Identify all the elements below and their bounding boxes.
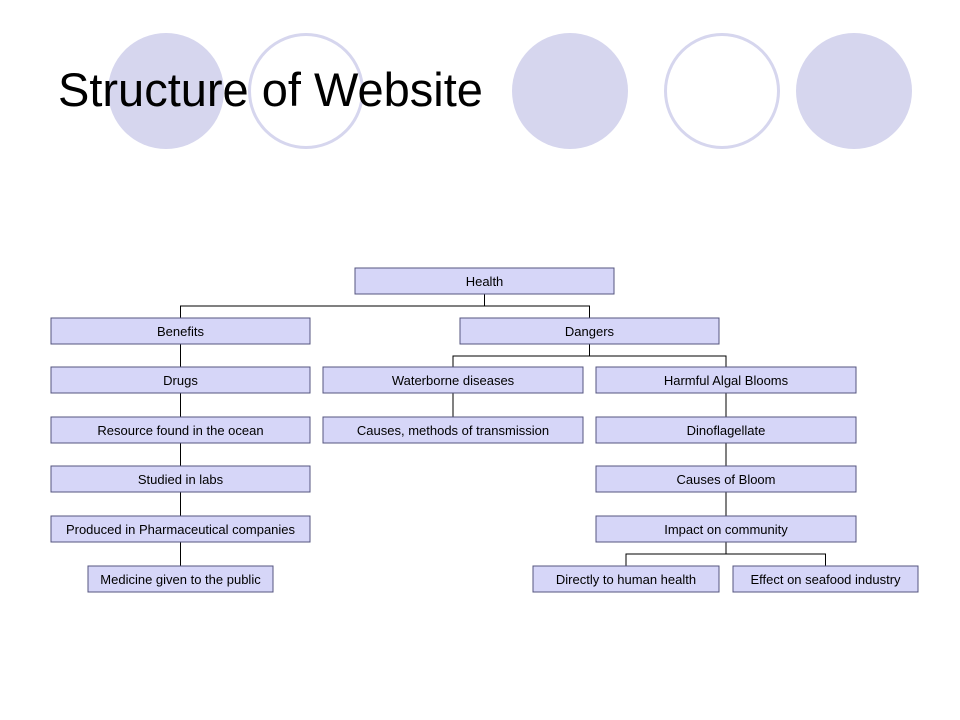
decor-circle-1 (108, 33, 224, 149)
connector-dangers-hab (589, 344, 727, 367)
node-drugs-label: Drugs (163, 373, 198, 388)
node-medicine: Medicine given to the public (87, 565, 274, 593)
node-seafood-label: Effect on seafood industry (750, 572, 901, 587)
node-seafood-industry: Effect on seafood industry (732, 565, 919, 593)
node-labs-label: Studied in labs (138, 472, 224, 487)
node-pharmaceutical: Produced in Pharmaceutical companies (50, 515, 311, 543)
node-health: Health (354, 267, 615, 295)
node-causes-of-bloom: Causes of Bloom (595, 465, 857, 493)
node-resource-label: Resource found in the ocean (97, 423, 263, 438)
node-medicine-label: Medicine given to the public (100, 572, 261, 587)
node-harmful-algal-blooms: Harmful Algal Blooms (595, 366, 857, 394)
node-hab-label: Harmful Algal Blooms (664, 373, 789, 388)
node-drugs: Drugs (50, 366, 311, 394)
connector-health-benefits (180, 294, 485, 318)
decor-circle-5 (796, 33, 912, 149)
node-causes-transmission-label: Causes, methods of transmission (357, 423, 549, 438)
decor-circle-4 (664, 33, 780, 149)
tree-connectors (180, 294, 826, 566)
node-causes-transmission: Causes, methods of transmission (322, 416, 584, 444)
node-studied-in-labs: Studied in labs (50, 465, 311, 493)
node-dangers: Dangers (459, 317, 720, 345)
node-dangers-label: Dangers (565, 324, 615, 339)
slide-title: Structure of Website (58, 63, 483, 116)
node-impact-on-community: Impact on community (595, 515, 857, 543)
node-dinoflagellate-label: Dinoflagellate (687, 423, 766, 438)
decor-circle-3 (512, 33, 628, 149)
node-impact-label: Impact on community (664, 522, 788, 537)
node-benefits-label: Benefits (157, 324, 204, 339)
connector-impact-seafood (725, 542, 826, 566)
connector-dangers-waterborne (452, 344, 590, 367)
node-human-health-label: Directly to human health (556, 572, 696, 587)
node-causes-bloom-label: Causes of Bloom (677, 472, 776, 487)
node-waterborne-label: Waterborne diseases (392, 373, 515, 388)
node-waterborne-diseases: Waterborne diseases (322, 366, 584, 394)
connector-health-dangers (484, 294, 590, 318)
decor-circle-2 (248, 33, 364, 149)
node-human-health: Directly to human health (532, 565, 720, 593)
node-health-label: Health (466, 274, 504, 289)
node-pharma-label: Produced in Pharmaceutical companies (66, 522, 296, 537)
connector-impact-human_health (625, 542, 727, 566)
node-benefits: Benefits (50, 317, 311, 345)
node-resource: Resource found in the ocean (50, 416, 311, 444)
node-dinoflagellate: Dinoflagellate (595, 416, 857, 444)
